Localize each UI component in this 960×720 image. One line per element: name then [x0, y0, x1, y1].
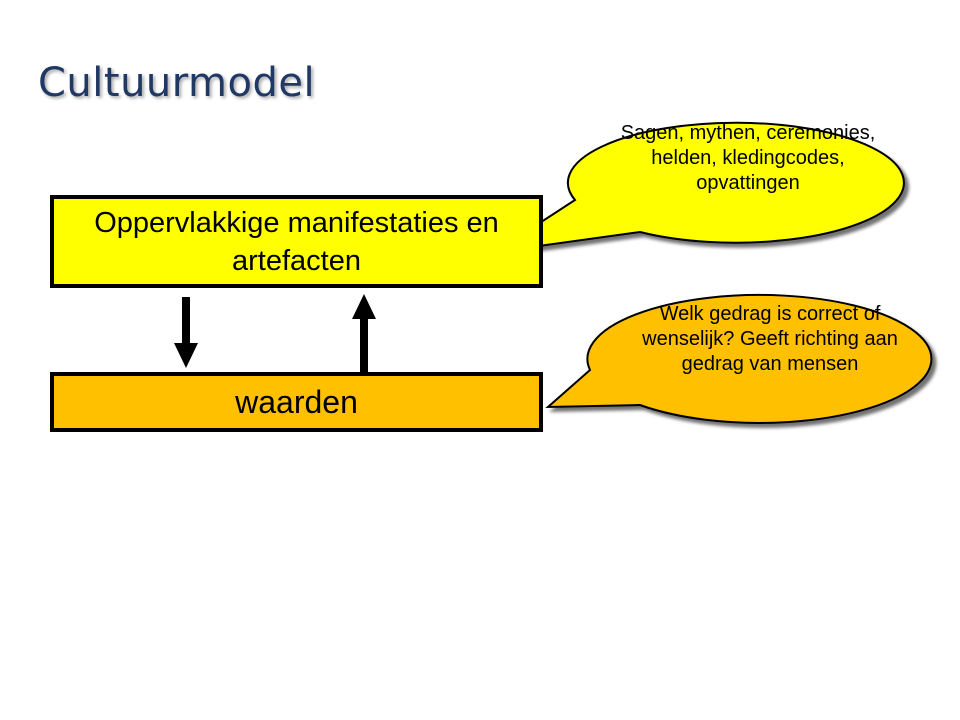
- callout-values-text: Welk gedrag is correct of wenselijk? Gee…: [642, 303, 898, 375]
- callout-values: [545, 293, 933, 424]
- surface-manifestations-box: Oppervlakkige manifestaties en artefacte…: [50, 195, 543, 288]
- values-box: waarden: [50, 372, 543, 432]
- callout-surface: [494, 121, 905, 253]
- callout-surface-shape: [494, 121, 905, 253]
- callout-values-shape: [545, 293, 933, 424]
- values-box-label: waarden: [235, 383, 358, 420]
- surface-box-label: Oppervlakkige manifestaties en artefacte…: [94, 206, 499, 277]
- slide-title: Cultuurmodel: [38, 60, 316, 106]
- callout-surface-text: Sagen, mythen, ceremonies, helden, kledi…: [620, 122, 876, 194]
- arrow-up-icon: [352, 294, 376, 372]
- arrow-down-icon: [174, 297, 198, 368]
